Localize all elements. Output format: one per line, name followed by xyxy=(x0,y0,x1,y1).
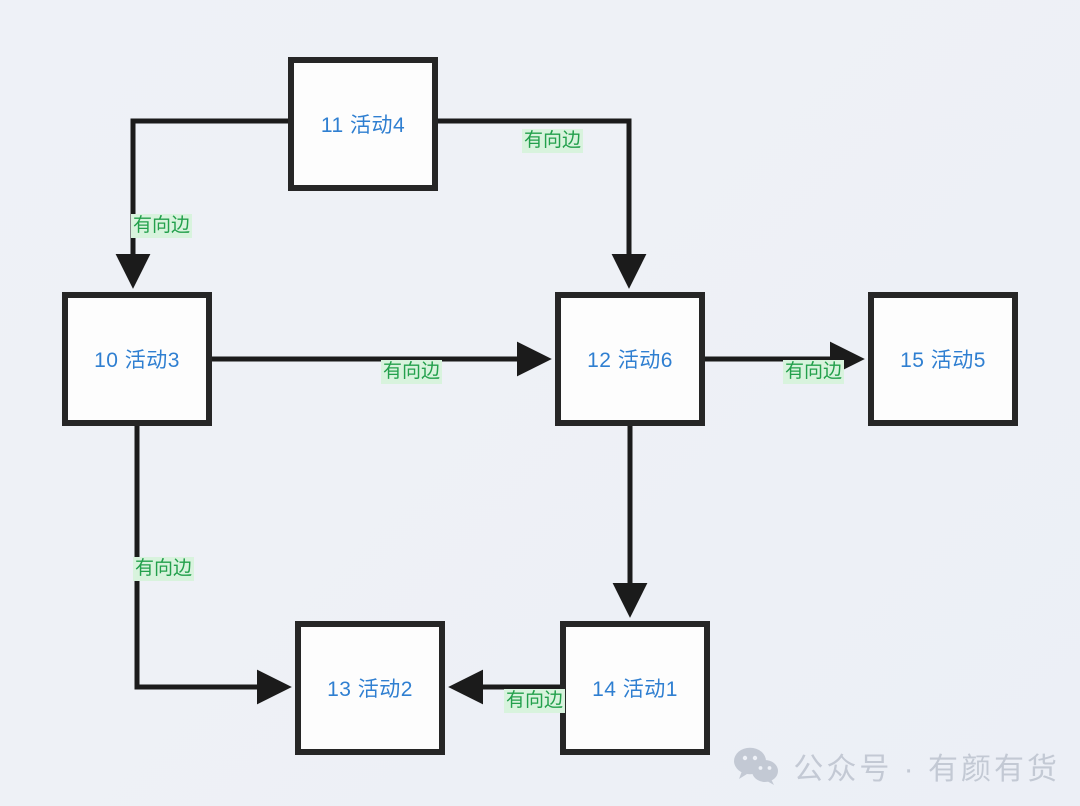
edge-label-11-to-12: 有向边 xyxy=(522,129,584,153)
edge-label-11-to-10: 有向边 xyxy=(131,214,193,238)
edge-11-to-12 xyxy=(438,118,647,289)
edge-label-10-to-12: 有向边 xyxy=(381,360,443,384)
edge-10-to-13 xyxy=(134,426,292,705)
node-label: 11 活动4 xyxy=(320,114,406,137)
node-label: 10 活动3 xyxy=(94,349,180,372)
node-label: 14 活动1 xyxy=(592,678,678,701)
node-12-activity6[interactable]: 12 活动6 xyxy=(555,292,705,426)
node-10-activity3[interactable]: 10 活动3 xyxy=(62,292,212,426)
edge-label-14-to-13: 有向边 xyxy=(504,689,566,713)
wechat-icon xyxy=(734,747,779,785)
node-label: 13 活动2 xyxy=(327,678,413,701)
node-label: 12 活动6 xyxy=(587,349,673,372)
node-11-activity4[interactable]: 11 活动4 xyxy=(288,57,438,191)
watermark-text: 公众号 · 有颜有货 xyxy=(793,753,1060,786)
node-label: 15 活动5 xyxy=(900,349,986,372)
edge-label-10-to-13: 有向边 xyxy=(133,557,195,581)
node-13-activity2[interactable]: 13 活动2 xyxy=(295,621,445,755)
edge-11-to-10 xyxy=(115,118,288,289)
watermark: 公众号 · 有颜有货 xyxy=(733,744,1060,788)
node-14-activity1[interactable]: 14 活动1 xyxy=(560,621,710,755)
edge-label-12-to-15: 有向边 xyxy=(783,360,845,384)
node-15-activity5[interactable]: 15 活动5 xyxy=(868,292,1018,426)
